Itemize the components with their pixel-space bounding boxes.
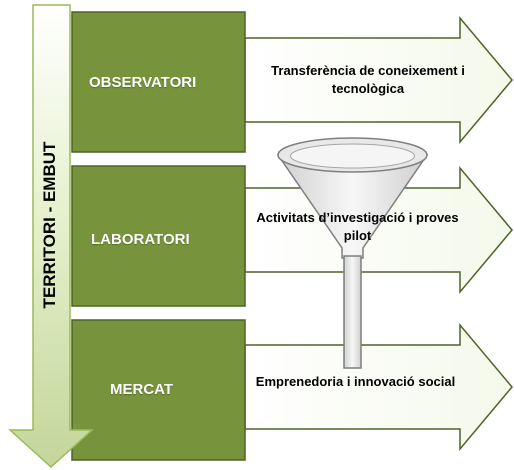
category-box-1 (71, 11, 246, 153)
category-label-observatori: OBSERVATORI (89, 74, 197, 91)
row-arrow-1 (244, 15, 513, 145)
row-description-1: Transferència de coneixement i tecnològi… (271, 63, 465, 96)
row-description-2: Activitats d’investigació i proves pilot (256, 210, 459, 243)
category-label-laboratori: LABORATORI (91, 231, 190, 248)
funnel-icon (276, 137, 429, 369)
row-description-3: Emprenedoria i innovació social (255, 374, 456, 389)
category-box-3 (71, 319, 246, 461)
row-arrow-3 (244, 322, 513, 452)
category-label-mercat: MERCAT (110, 381, 174, 398)
category-box-2 (71, 165, 246, 307)
vertical-arrow (8, 4, 94, 469)
vertical-arrow-label: TERRITORI - EMBUT (40, 141, 59, 309)
